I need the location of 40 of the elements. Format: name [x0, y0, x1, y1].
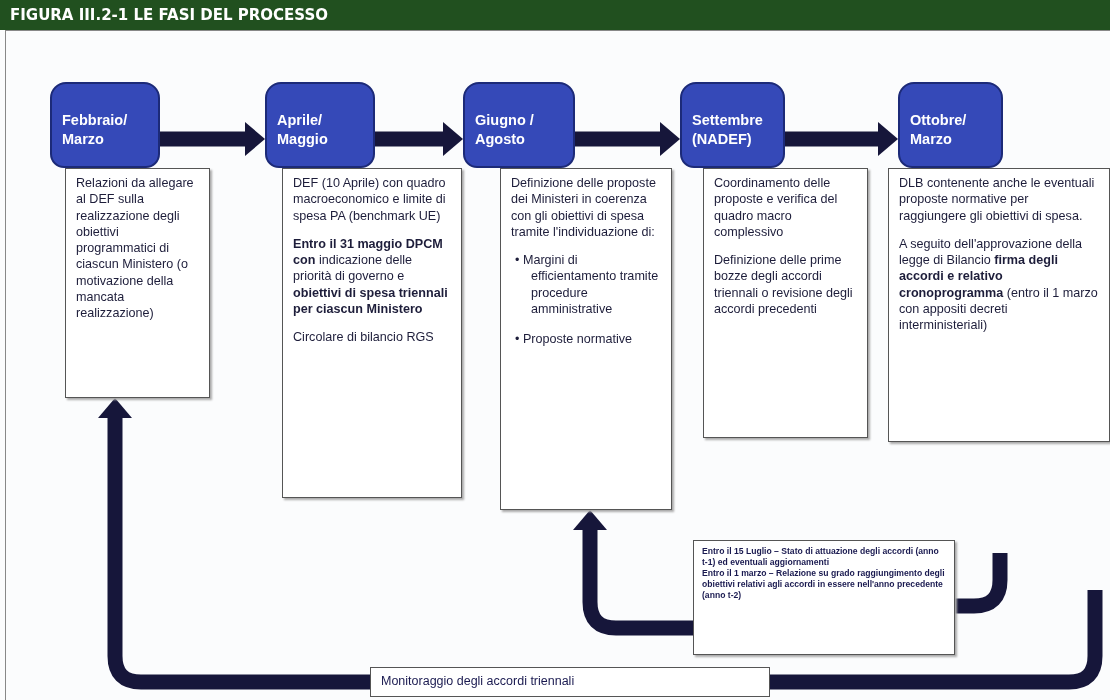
- block-arrow: [375, 122, 463, 156]
- phase-title: Ottobre/ Marzo: [910, 110, 968, 149]
- phase-title: Aprile/ Maggio: [277, 110, 329, 149]
- phase-header-box: [50, 82, 160, 168]
- description-text: DEF (10 Aprile) con quadro macroeconomico e limite di spesa PA (benchmark UE): [293, 175, 447, 224]
- block-arrow: [575, 122, 680, 156]
- phase-title: Giugno / Agosto: [475, 110, 535, 149]
- note-text: Entro il 15 Luglio – Stato di attuazione degli accordi (anno t-1) ed eventuali aggiornamenti: [702, 546, 940, 568]
- phase-title: Febbraio/ Marzo: [62, 110, 129, 149]
- connector-line: [955, 553, 1008, 614]
- description-box: [888, 168, 1110, 442]
- label-box: [370, 667, 770, 697]
- note-text: Entro il 1 marzo – Relazione su grado raggiungimento degli obiettivi relativi agli accordi in essere nell'anno precedente (anno t-2): [702, 568, 946, 601]
- description-text: Circolare di bilancio RGS: [293, 329, 435, 346]
- block-arrow: [160, 122, 265, 156]
- description-text: Definizione delle prime bozze degli accordi triennali o revisione degli accordi precedenti: [714, 252, 854, 318]
- block-arrow: [785, 122, 898, 156]
- phase-header-box: [898, 82, 1003, 168]
- description-text: Relazioni da allegare al DEF sulla realizzazione degli obiettivi programmatici di ciascun Ministero (o motivazione della mancata realizzazione): [76, 175, 195, 322]
- figure-title: FIGURA III.2-1 LE FASI DEL PROCESSO: [0, 0, 1110, 30]
- description-text: Coordinamento delle proposte e verifica del quadro macro complessivo: [714, 175, 839, 241]
- description-box: [703, 168, 868, 438]
- description-box: [500, 168, 672, 510]
- note-box: [693, 540, 955, 655]
- bullet-item: • Proposte normative: [515, 331, 634, 348]
- description-text: Definizione delle proposte dei Ministeri in coerenza con gli obiettivi di spesa tramite l'individuazione di:: [511, 175, 657, 241]
- bullet-item: • Margini di efficientamento tramite procedure amministrative: [515, 252, 660, 318]
- description-box: [65, 168, 210, 398]
- block-arrow: [573, 510, 693, 636]
- phase-header-box: [463, 82, 575, 168]
- description-box: [282, 168, 462, 498]
- phase-header-box: [680, 82, 785, 168]
- phase-header-box: [265, 82, 375, 168]
- description-text: Entro il 31 maggio DPCM con indicazione delle priorità di governo e obiettivi di spesa triennali per ciascun Ministero: [293, 235, 449, 318]
- connector-line: [770, 590, 1103, 690]
- block-arrow: [98, 398, 370, 690]
- description-text: DLB contenente anche le eventuali proposte normative per raggiungere gli obiettivi di spesa.: [899, 175, 1096, 224]
- phase-title: Settembre (NADEF): [692, 110, 764, 149]
- label-text: Monitoraggio degli accordi triennali: [381, 673, 576, 689]
- description-text: A seguito dell'approvazione della legge di Bilancio firma degli accordi e relativo cronoprogramma (entro il 1 marzo con appositi decreti interministeriali): [899, 235, 1099, 334]
